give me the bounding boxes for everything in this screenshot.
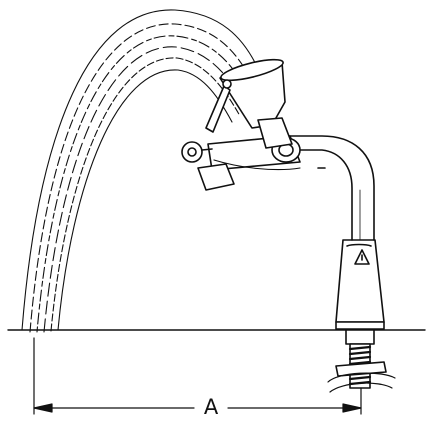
riser-body [335, 239, 385, 330]
water-stream-outer [21, 9, 263, 331]
gooseneck-tube [284, 135, 375, 241]
water-stream-line [29, 23, 257, 333]
water-stream-line [50, 57, 241, 332]
bubbler-knob [181, 141, 203, 163]
counter-breakline [327, 372, 396, 383]
push-lever-pivot [222, 79, 232, 89]
push-lever [205, 85, 231, 133]
dimension-a [33, 337, 362, 415]
bubbler-lower-body [197, 163, 235, 191]
water-stream-line [43, 46, 247, 333]
nozzle-mouth [220, 58, 284, 82]
shank-lock-washer [335, 361, 387, 377]
threaded-shank [327, 329, 396, 393]
bubbler-arm-contour [213, 159, 301, 171]
gooseneck-outer-edge [284, 135, 375, 241]
dimension-label: A [197, 395, 225, 419]
nozzle-assembly [205, 58, 293, 149]
bubbler-knob-center [187, 147, 197, 157]
dimension-arrow-left [33, 403, 53, 413]
riser-base-flange [335, 321, 385, 330]
nozzle-neck [257, 117, 293, 149]
water-stream-line [36, 35, 252, 333]
gooseneck-inner-edge [284, 149, 353, 241]
bubbler-knob-stem [201, 148, 213, 151]
water-stream-inner [57, 69, 233, 331]
shank-nut [345, 329, 375, 345]
dimension-arrow-right [342, 403, 362, 413]
counter-breakline [329, 382, 393, 393]
water-stream [21, 9, 263, 333]
riser-shroud-rim [346, 243, 372, 247]
